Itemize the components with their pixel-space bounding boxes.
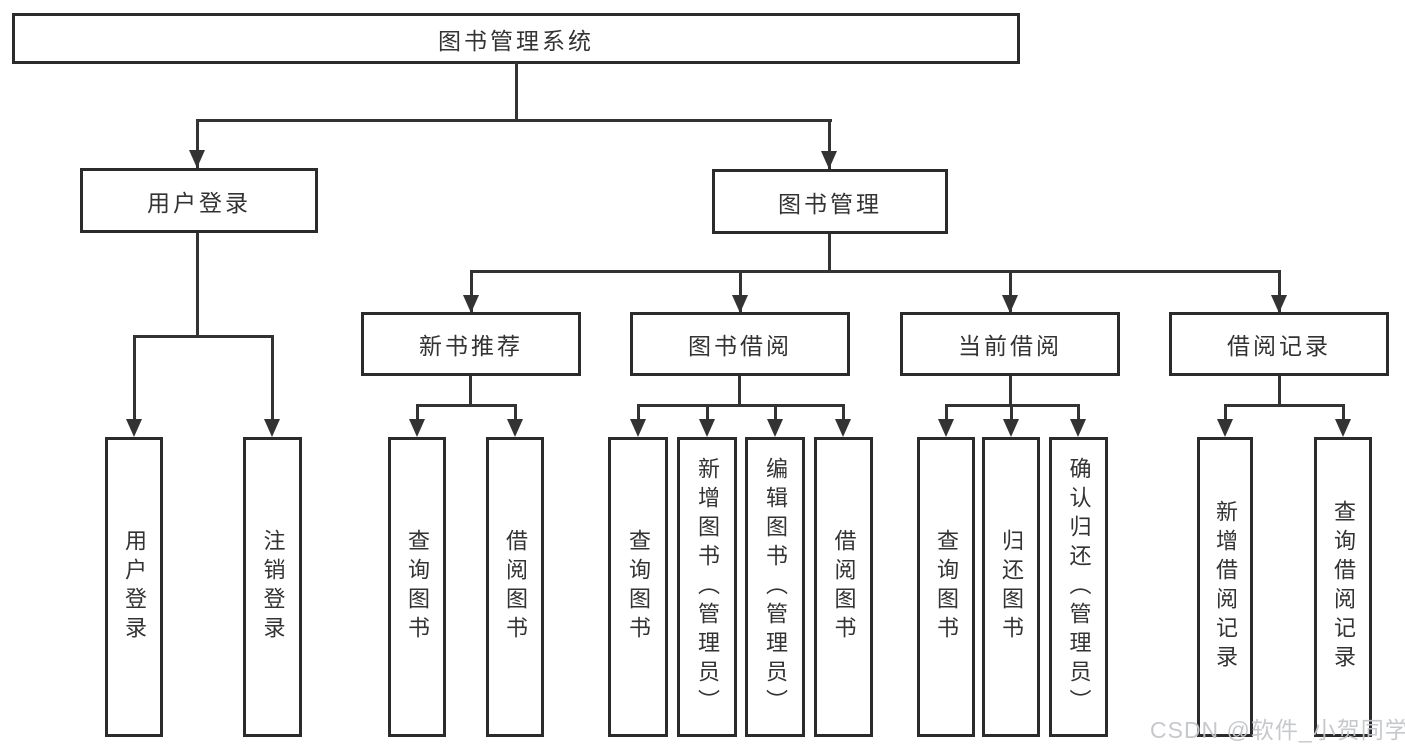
- leaf-label: 编辑图书（管理员）: [763, 456, 788, 718]
- watermark: CSDN @软件_小贺同学: [1150, 717, 1405, 743]
- leaf-bb-add-books-admin: 新增图书（管理员）: [677, 437, 737, 737]
- connector-line: [515, 63, 518, 121]
- node-user-login: 用户登录: [80, 168, 318, 233]
- leaf-label: 借阅图书: [831, 529, 857, 645]
- connector-line: [196, 233, 199, 337]
- leaf-label: 新增图书（管理员）: [695, 456, 720, 718]
- connector-line: [416, 404, 419, 432]
- connector-line: [637, 404, 845, 407]
- connector-line: [1009, 376, 1012, 407]
- leaf-bb-edit-books-admin: 编辑图书（管理员）: [745, 437, 805, 737]
- leaf-cb-query-books: 查询图书: [917, 437, 975, 737]
- arrow-down-icon: [699, 419, 715, 437]
- leaf-nbr-query-books: 查询图书: [388, 437, 446, 737]
- connector-line: [470, 270, 1281, 273]
- arrow-down-icon: [264, 419, 280, 437]
- node-book-borrowing: 图书借阅: [630, 312, 850, 376]
- leaf-label: 查询图书: [626, 529, 651, 645]
- node-label: 图书借阅: [688, 333, 792, 359]
- connector-line: [514, 404, 517, 432]
- connector-line: [739, 270, 742, 312]
- connector-line: [774, 404, 777, 432]
- leaf-cb-confirm-return-admin: 确认归还（管理员）: [1049, 437, 1108, 737]
- leaf-br-add-record: 新增借阅记录: [1197, 437, 1253, 737]
- leaf-user-login: 用户登录: [105, 437, 163, 737]
- arrow-down-icon: [767, 419, 783, 437]
- node-label: 用户登录: [147, 189, 251, 216]
- node-borrowing-records: 借阅记录: [1169, 312, 1389, 376]
- leaf-logout: 注销登录: [243, 437, 302, 737]
- connector-line: [842, 404, 845, 432]
- leaf-label: 用户登录: [122, 529, 147, 645]
- node-label: 图书管理系统: [438, 27, 594, 54]
- connector-line: [133, 335, 136, 431]
- arrow-down-icon: [732, 295, 748, 313]
- node-label: 新书推荐: [419, 333, 523, 359]
- node-label: 借阅记录: [1227, 333, 1331, 359]
- connector-line: [706, 404, 709, 432]
- arrow-down-icon: [938, 419, 954, 437]
- arrow-down-icon: [463, 295, 479, 313]
- arrow-down-icon: [1217, 419, 1233, 437]
- leaf-label: 新增借阅记录: [1213, 500, 1238, 674]
- node-new-book-recommend: 新书推荐: [361, 312, 581, 376]
- node-current-borrowing: 当前借阅: [900, 312, 1120, 376]
- connector-line: [1077, 404, 1080, 432]
- connector-line: [1224, 404, 1227, 432]
- connector-line: [271, 335, 274, 431]
- connector-line: [1278, 376, 1281, 407]
- arrow-down-icon: [1070, 419, 1086, 437]
- arrow-down-icon: [821, 151, 837, 169]
- leaf-cb-return-books: 归还图书: [982, 437, 1040, 737]
- connector-line: [1010, 404, 1013, 432]
- leaf-label: 借阅图书: [503, 529, 528, 645]
- connector-line: [1342, 404, 1345, 432]
- connector-line: [828, 119, 831, 169]
- leaf-bb-query-books: 查询图书: [608, 437, 668, 737]
- leaf-label: 归还图书: [999, 529, 1024, 645]
- connector-line: [416, 404, 517, 407]
- arrow-down-icon: [507, 419, 523, 437]
- leaf-nbr-borrow-books: 借阅图书: [486, 437, 544, 737]
- connector-line: [1224, 404, 1345, 407]
- node-label: 图书管理: [778, 190, 882, 217]
- leaf-label: 注销登录: [260, 529, 286, 645]
- node-label: 当前借阅: [958, 333, 1062, 359]
- connector-line: [945, 404, 948, 432]
- arrow-down-icon: [1335, 419, 1351, 437]
- connector-line: [1009, 270, 1012, 312]
- leaf-label: 查询图书: [934, 529, 959, 645]
- arrow-down-icon: [189, 150, 205, 168]
- arrow-down-icon: [409, 419, 425, 437]
- arrow-down-icon: [1002, 295, 1018, 313]
- arrow-down-icon: [1271, 295, 1287, 313]
- arrow-down-icon: [835, 419, 851, 437]
- connector-line: [1278, 270, 1281, 312]
- connector-line: [196, 119, 199, 168]
- connector-line: [133, 335, 274, 338]
- leaf-label: 查询图书: [405, 529, 430, 645]
- connector-line: [738, 376, 741, 407]
- connector-line: [469, 376, 472, 407]
- arrow-down-icon: [630, 419, 646, 437]
- arrow-down-icon: [126, 419, 142, 437]
- arrow-down-icon: [1003, 419, 1019, 437]
- connector-line: [828, 234, 831, 272]
- connector-line: [196, 119, 832, 122]
- connector-line: [637, 404, 640, 432]
- leaf-bb-borrow-books: 借阅图书: [814, 437, 873, 737]
- node-book-management: 图书管理: [712, 169, 948, 234]
- leaf-br-query-record: 查询借阅记录: [1314, 437, 1372, 737]
- leaf-label: 确认归还（管理员）: [1066, 456, 1092, 718]
- connector-line: [470, 270, 473, 312]
- leaf-label: 查询借阅记录: [1331, 500, 1356, 674]
- node-library-management-system: 图书管理系统: [12, 13, 1020, 64]
